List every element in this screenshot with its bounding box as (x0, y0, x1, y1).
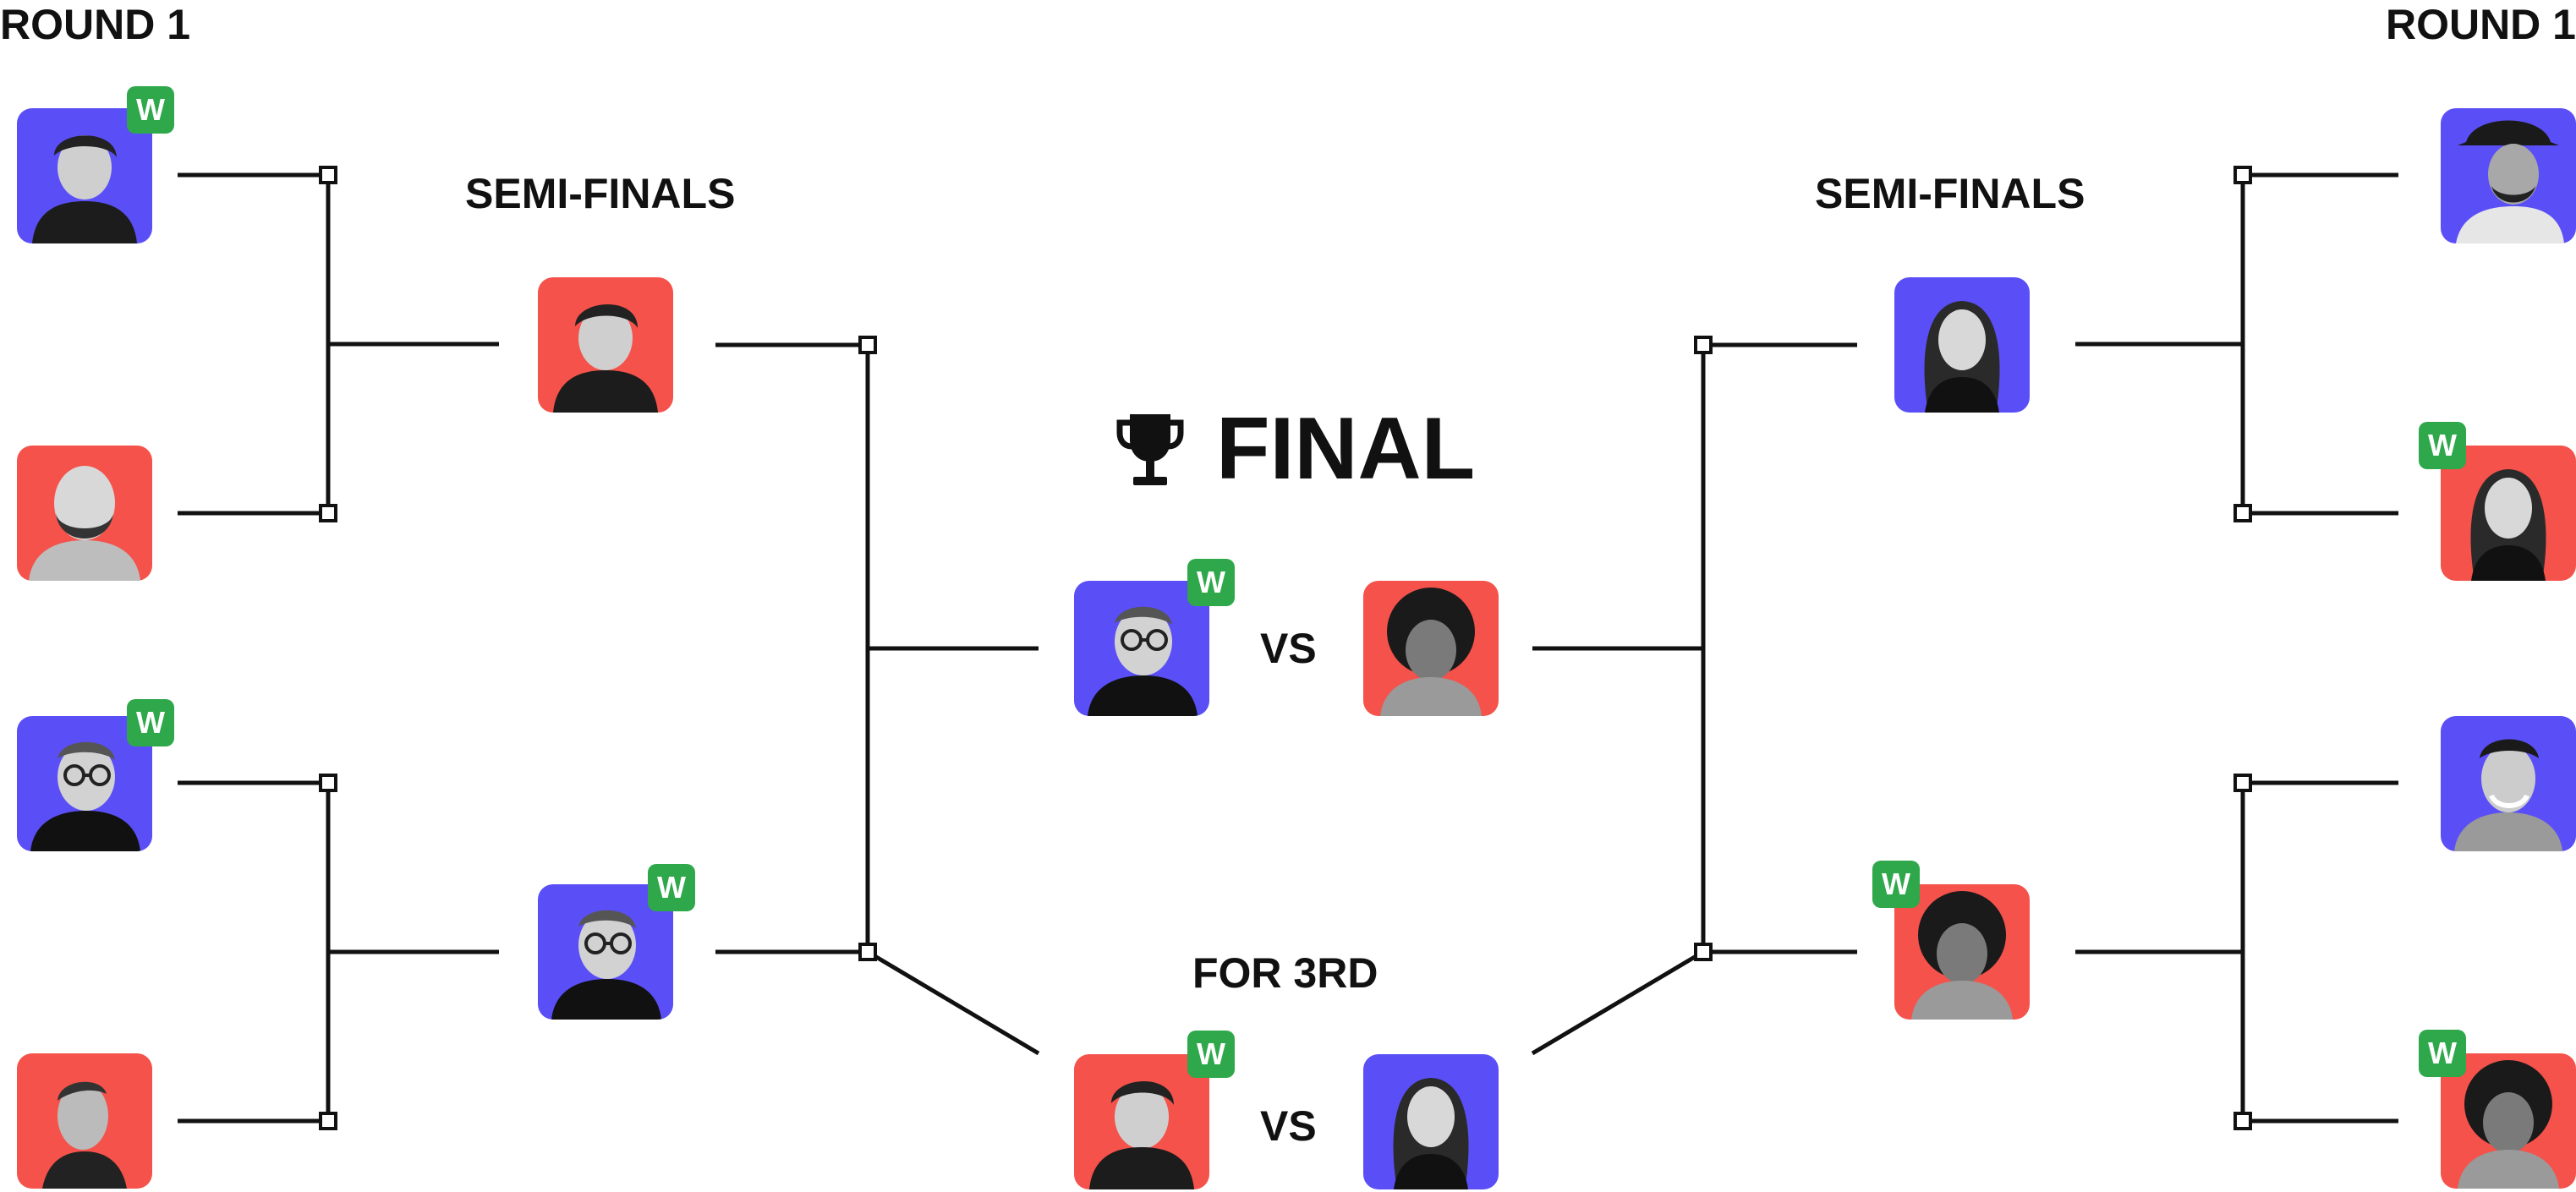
portrait-icon (553, 303, 658, 413)
third-vs-label: VS (1260, 1102, 1317, 1150)
trophy-icon (1116, 413, 1184, 485)
portrait-icon (1924, 301, 2000, 413)
winner-badge: W (2419, 1030, 2466, 1077)
player-avatar-semi-left-bottom[interactable]: W (538, 864, 695, 1020)
portrait-icon (551, 910, 661, 1020)
player-avatar-r1-left-2[interactable] (17, 446, 152, 581)
player-avatar-third-right[interactable] (1363, 1054, 1499, 1189)
winner-badge: W (127, 86, 174, 134)
player-avatar-r1-right-1[interactable] (2441, 108, 2576, 243)
player-avatar-r1-right-3[interactable] (2441, 716, 2576, 851)
portrait-icon (32, 135, 137, 243)
player-avatar-r1-left-3[interactable]: W (17, 699, 174, 851)
round-1-label-left: ROUND 1 (0, 1, 191, 48)
player-avatar-final-right[interactable] (1363, 581, 1499, 716)
portrait-icon (2458, 1060, 2559, 1189)
portrait-icon (1088, 606, 1198, 716)
portrait-icon (2454, 739, 2562, 851)
winner-badge: W (127, 699, 174, 746)
third-place-label: FOR 3RD (1192, 949, 1378, 997)
final-label: FINAL (1216, 400, 1476, 498)
player-avatar-r1-right-2[interactable]: W (2419, 422, 2576, 581)
final-vs-label: VS (1260, 625, 1317, 672)
portrait-icon (42, 1081, 127, 1189)
winner-badge: W (2419, 422, 2466, 469)
portrait-icon (1911, 891, 2013, 1020)
portrait-icon (1393, 1078, 1469, 1189)
player-avatar-semi-right-top[interactable] (1894, 277, 2030, 413)
portrait-icon (2456, 120, 2564, 243)
winner-badge: W (1872, 861, 1920, 908)
semi-finals-label-left: SEMI-FINALS (465, 170, 736, 217)
player-avatar-r1-right-4[interactable]: W (2419, 1030, 2576, 1189)
round-1-label-right: ROUND 1 (2385, 1, 2576, 48)
final-title: FINAL (1115, 399, 1475, 500)
player-avatar-third-left[interactable]: W (1074, 1031, 1235, 1189)
winner-badge: W (1187, 1031, 1235, 1078)
portrait-icon (1089, 1080, 1194, 1189)
semi-finals-label-right: SEMI-FINALS (1815, 170, 2085, 217)
player-avatar-final-left[interactable]: W (1074, 559, 1235, 716)
portrait-icon (2470, 469, 2546, 581)
winner-badge: W (648, 864, 695, 911)
portrait-icon (29, 466, 140, 581)
player-avatar-semi-left-top[interactable] (538, 277, 673, 413)
player-avatar-r1-left-1[interactable]: W (17, 86, 174, 243)
portrait-icon (1380, 588, 1482, 716)
player-avatar-r1-left-4[interactable] (17, 1053, 152, 1189)
winner-badge: W (1187, 559, 1235, 606)
player-avatar-semi-right-bottom[interactable]: W (1872, 861, 2030, 1020)
portrait-icon (30, 741, 140, 851)
